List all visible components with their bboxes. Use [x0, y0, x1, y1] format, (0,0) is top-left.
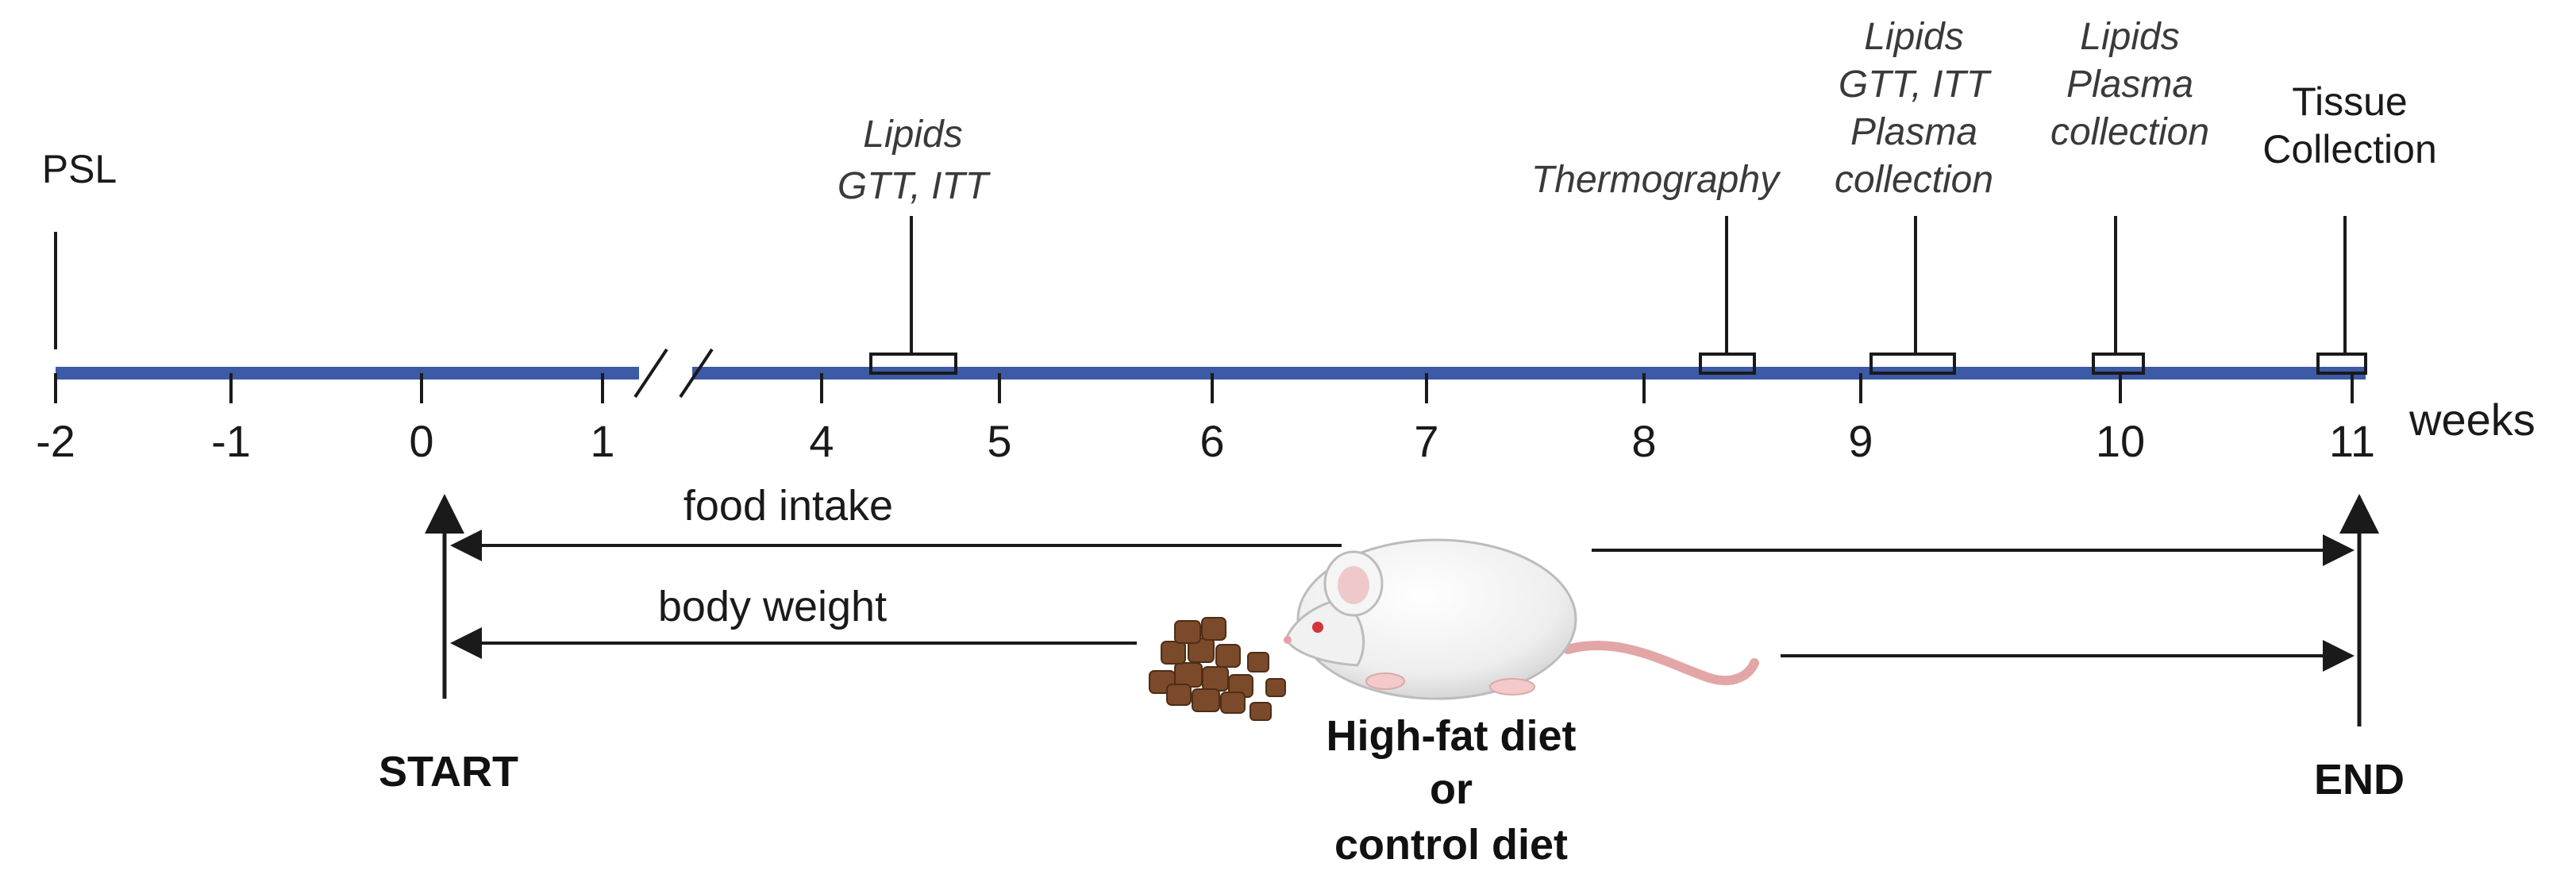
thermography-label: Thermography [1531, 159, 1781, 201]
lipids-plasma-bracket [2092, 353, 2145, 375]
diet-label-line1: High-fat diet [1327, 712, 1577, 760]
axis-unit-label: weeks [2409, 395, 2536, 445]
body-weight-label: body weight [658, 583, 887, 630]
tick-label: 1 [590, 416, 614, 466]
lipids-plasma-label-line2: Plasma [2066, 64, 2193, 106]
tick-label: 0 [409, 416, 433, 466]
end-label: END [2314, 756, 2405, 803]
axis-break-mark-left [633, 348, 668, 399]
tick-label: 6 [1199, 416, 1224, 466]
tick-labels: -2 -1 0 1 4 5 6 7 8 9 10 11 [36, 416, 2375, 466]
tick-label: 7 [1414, 416, 1438, 466]
lipids-gtt-itt-plasma-label-line1: Lipids [1864, 16, 1963, 58]
lipids-plasma-label-line3: collection [2050, 111, 2209, 153]
lipids-gtt-itt-label-line2: GTT, ITT [837, 165, 992, 207]
lipids-gtt-itt-plasma-label-line2: GTT, ITT [1839, 64, 1993, 106]
mouse-icon [1284, 538, 1759, 700]
tissue-collection-bracket [2316, 353, 2367, 375]
thermography-bracket [1699, 353, 1756, 375]
diet-label: High-fat diet or control diet [1327, 712, 1577, 869]
event-labels: PSL Lipids GTT, ITT Thermography Lipids … [42, 16, 2437, 207]
tick-label: 8 [1631, 416, 1656, 466]
tick-label: -2 [36, 416, 75, 466]
lipids-gtt-itt-plasma-label-line3: Plasma [1850, 111, 1977, 153]
tick-label: 9 [1848, 416, 1873, 466]
tick-label: 11 [2329, 416, 2375, 466]
lipids-gtt-itt-plasma-bracket [1869, 353, 1956, 375]
event-markers [54, 216, 2367, 375]
lipids-gtt-itt-bracket [869, 353, 957, 375]
tissue-collection-label-line2: Collection [2262, 127, 2437, 171]
tick-label: 5 [987, 416, 1011, 466]
diet-label-line2: or [1430, 765, 1473, 813]
tick-marks [54, 373, 2354, 403]
food-intake-label: food intake [683, 482, 893, 530]
axis-break-mark-right [679, 348, 714, 399]
psl-label: PSL [42, 147, 117, 191]
tick-label: 10 [2096, 416, 2145, 466]
start-label: START [379, 748, 518, 796]
tick-label: -1 [211, 416, 251, 466]
lipids-plasma-label-line1: Lipids [2080, 16, 2179, 58]
food-pellets-icon [1149, 617, 1286, 721]
tick-label: 4 [809, 416, 834, 466]
diet-label-line3: control diet [1334, 821, 1568, 869]
tissue-collection-label-line1: Tissue [2292, 79, 2407, 124]
lipids-gtt-itt-plasma-label-line4: collection [1835, 159, 1993, 201]
lipids-gtt-itt-label-line1: Lipids [863, 114, 962, 156]
